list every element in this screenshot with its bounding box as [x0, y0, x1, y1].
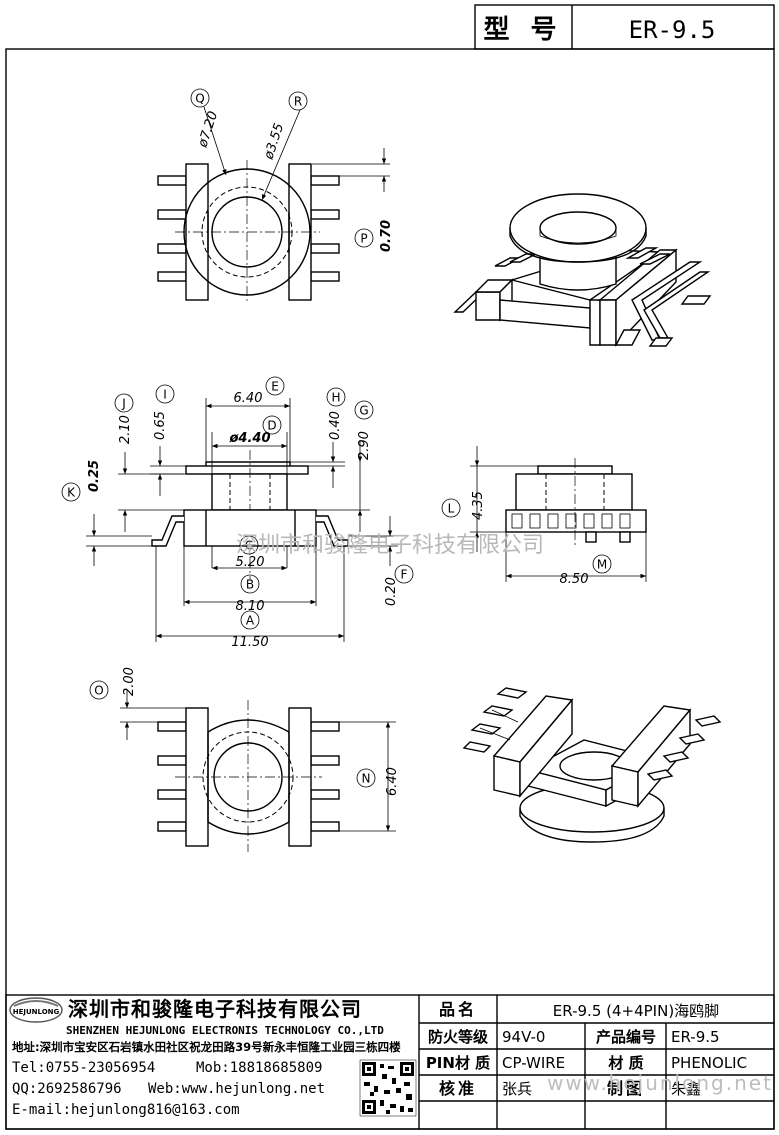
dim-C: 5.20 [236, 555, 265, 570]
material-label: 材 质 [608, 1054, 643, 1072]
dim-N: 6.40 [385, 767, 400, 796]
bubble-G [354, 400, 374, 420]
bubble-C-label: C [245, 539, 253, 553]
iso-view-top [453, 193, 712, 347]
model-label: 型 号 [483, 15, 562, 45]
code-value: ER-9.5 [671, 1028, 720, 1046]
dim-L: 4.35 [471, 491, 486, 520]
bubble-D-label: D [267, 419, 276, 433]
bubble-A [240, 610, 260, 630]
bubble-P-label: P [360, 232, 367, 246]
dim-Q: ø7.20 [195, 110, 221, 151]
bubble-R [288, 91, 308, 111]
bubble-H-label: H [331, 391, 340, 405]
company-web: Web:www.hejunlong.net [148, 1081, 325, 1097]
footer-watermark: www.hejunlong.net [547, 1071, 773, 1095]
bubble-G-label: G [359, 404, 368, 418]
dim-J: 2.10 [118, 415, 133, 444]
dim-A: 11.50 [231, 635, 268, 650]
side-view: 4.35 8.50 L M [441, 446, 647, 587]
bubble-E [265, 376, 285, 396]
code-label: 产品编号 [596, 1028, 656, 1046]
dim-O: 2.00 [122, 667, 137, 696]
company-email: E-mail:hejunlong816@163.com [12, 1102, 240, 1118]
bubble-R-label: R [294, 95, 302, 109]
iso-view-bottom [462, 687, 722, 843]
qr-code [359, 1059, 417, 1117]
material-value: PHENOLIC [671, 1054, 747, 1072]
bubble-K-label: K [67, 486, 76, 500]
draw-value: 朱鑫 [671, 1080, 701, 1098]
bubble-N-label: N [362, 772, 371, 786]
dim-M: 8.50 [560, 572, 589, 587]
bubble-B [240, 574, 260, 594]
model-header: 型 号 ER-9.5 [474, 4, 775, 50]
bubble-F [394, 564, 414, 584]
product-value: ER-9.5 (4+4PIN)海鸥脚 [553, 1002, 719, 1020]
pin-value: CP-WIRE [502, 1054, 565, 1072]
watermark: 深圳市和骏隆电子科技有限公司 [236, 533, 544, 558]
bubble-E-label: E [271, 380, 279, 394]
pin-label: PIN材 质 [426, 1054, 490, 1072]
bubble-A-label: A [246, 614, 255, 628]
model-value: ER-9.5 [629, 16, 716, 44]
bubble-B-label: B [246, 578, 254, 592]
logo-text: HEJUNLONG [13, 1008, 60, 1016]
draw-label: 制图 [607, 1079, 645, 1098]
bubble-Q-label: Q [195, 92, 204, 106]
bubble-I [155, 384, 175, 404]
fire-value: 94V-0 [502, 1028, 545, 1046]
bubble-K [61, 482, 81, 502]
dim-B: 8.10 [236, 599, 265, 614]
dim-H: 0.40 [328, 411, 343, 440]
dim-F: 0.20 [384, 577, 399, 606]
bubble-D [262, 415, 282, 435]
company-name-en: SHENZHEN HEJUNLONG ELECTRONIS TECHNOLOGY… [66, 1024, 384, 1037]
bubble-L-label: L [448, 502, 455, 516]
check-value: 张兵 [502, 1080, 532, 1098]
dim-K: 0.25 [87, 460, 102, 492]
company-qq: QQ:2692586796 [12, 1081, 122, 1097]
dim-G: 2.90 [357, 431, 372, 460]
bubble-J-label: J [121, 397, 126, 411]
bubble-C [239, 535, 259, 555]
company-logo: HEJUNLONG [9, 997, 63, 1023]
dim-R: ø3.55 [261, 122, 287, 163]
bubble-F-label: F [401, 568, 408, 582]
bubble-N [356, 768, 376, 788]
front-view: 6.40 ø4.40 0.65 2.10 0.25 0.40 [86, 391, 399, 650]
fire-label: 防火等级 [428, 1028, 489, 1046]
dim-E: 6.40 [234, 391, 263, 406]
company-mob: Mob:18818685809 [196, 1060, 322, 1076]
bubble-Q [190, 88, 210, 108]
bubble-O [89, 680, 109, 700]
title-block: 品名 ER-9.5 (4+4PIN)海鸥脚 防火等级 94V-0 产品编号 ER… [5, 994, 775, 1130]
bubble-J [114, 393, 134, 413]
bottom-view: 2.00 O 6.40 N [89, 667, 400, 852]
product-label: 品名 [439, 1000, 477, 1019]
bubble-L [441, 498, 461, 518]
bubble-M [592, 554, 612, 574]
dim-D: ø4.40 [228, 431, 270, 446]
dim-P: 0.70 [379, 220, 394, 252]
top-view: ø7.20 ø3.55 0.70 [157, 106, 394, 302]
bubble-I-label: I [163, 388, 167, 402]
bubble-P [354, 228, 374, 248]
company-tel: Tel:0755-23056954 [12, 1060, 155, 1076]
bubble-O-label: O [94, 684, 103, 698]
bubble-M-label: M [597, 558, 607, 572]
company-address: 地址:深圳市宝安区石岩镇水田社区祝龙田路39号新永丰恒隆工业园三栋四楼 [12, 1040, 401, 1054]
check-label: 核准 [439, 1079, 477, 1098]
company-name-cn: 深圳市和骏隆电子科技有限公司 [68, 997, 362, 1021]
bubble-H [326, 387, 346, 407]
dim-I: 0.65 [153, 411, 168, 440]
